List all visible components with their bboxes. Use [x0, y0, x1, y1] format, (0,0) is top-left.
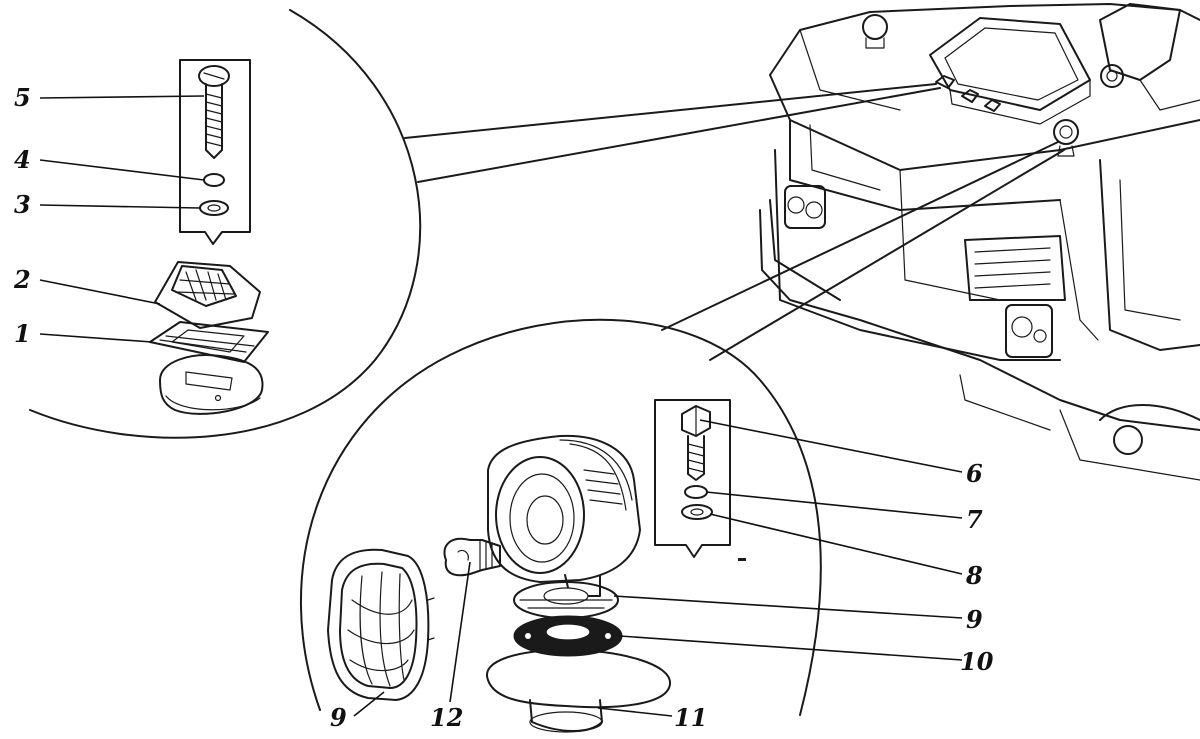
vehicle-cab-illustration: [759, 3, 1200, 481]
part-lamp-housing: [487, 434, 641, 597]
part-bolt-6: [681, 405, 711, 481]
part-base-plate: [159, 354, 264, 415]
callout-labels: 5 4 3 2 1 6 7 8 9 10 9 12 11: [13, 83, 994, 732]
callout-9-lower: 9: [330, 703, 347, 732]
roof-beacon-left: [862, 14, 888, 49]
part-bulb-12: [443, 537, 501, 577]
front-lamp-cluster-left: [784, 185, 826, 229]
roof-marker-lamps: [935, 75, 1001, 112]
part-spring-washer-4: [203, 173, 225, 187]
roof-hatch: [929, 17, 1091, 125]
callout-8: 8: [965, 561, 983, 590]
callout-11: 11: [674, 703, 707, 732]
front-panel: [964, 235, 1066, 301]
callout-10: 10: [960, 647, 994, 676]
part-screw-5: [198, 65, 230, 159]
part-lens-rim-9: [327, 548, 435, 701]
part-gasket-10: [513, 615, 623, 657]
detail-view-work-light: [299, 141, 1065, 733]
callout-4: 4: [14, 145, 31, 174]
callout-9-upper: 9: [966, 605, 983, 634]
part-mount-base-11: [485, 649, 672, 733]
stray-mark: [738, 558, 746, 561]
detail-view-marker-lamp: [29, 9, 941, 439]
callout-7: 7: [966, 505, 983, 534]
front-lamp-cluster-right: [1005, 304, 1053, 358]
callout-3: 3: [14, 190, 31, 219]
part-flat-washer-8: [681, 504, 713, 520]
roof-work-light: [1053, 119, 1079, 157]
callout-12: 12: [430, 703, 463, 732]
callout-2: 2: [13, 265, 31, 294]
roof-beacon-right: [1100, 64, 1124, 88]
callout-6: 6: [966, 459, 983, 488]
part-flat-washer-3: [199, 200, 229, 216]
part-gasket-9-upper: [513, 581, 619, 619]
callout-5: 5: [14, 83, 31, 112]
part-spring-washer-7: [684, 485, 708, 499]
callout-1: 1: [14, 319, 31, 348]
part-lamp-body-2: [154, 261, 261, 329]
